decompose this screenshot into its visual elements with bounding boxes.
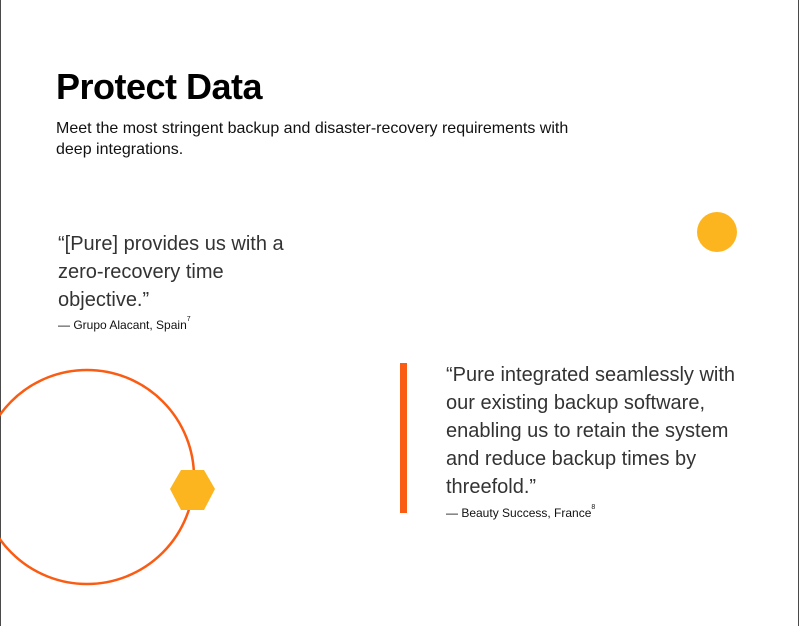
page-subtitle: Meet the most stringent backup and disas… [56, 120, 569, 158]
testimonial-quote-2: “Pure integrated seamlessly with our exi… [446, 364, 736, 498]
attribution-text: — Grupo Alacant, Spain [58, 318, 187, 332]
testimonial-quote-1: “[Pure] provides us with a zero-recovery… [58, 233, 284, 311]
testimonial-attribution-1: — Grupo Alacant, Spain7 [58, 316, 191, 333]
testimonial-attribution-2: — Beauty Success, France8 [446, 504, 596, 521]
page-title: Protect Data [56, 66, 263, 107]
decorative-orange-ring [0, 368, 196, 586]
decorative-ring-graphic [0, 368, 215, 586]
quote-accent-bar [400, 363, 407, 513]
footnote-marker: 7 [186, 316, 191, 323]
footnote-marker: 8 [591, 504, 596, 511]
attribution-text: — Beauty Success, France [446, 506, 592, 520]
decorative-yellow-circle [697, 212, 737, 252]
decorative-yellow-hexagon [170, 470, 215, 510]
